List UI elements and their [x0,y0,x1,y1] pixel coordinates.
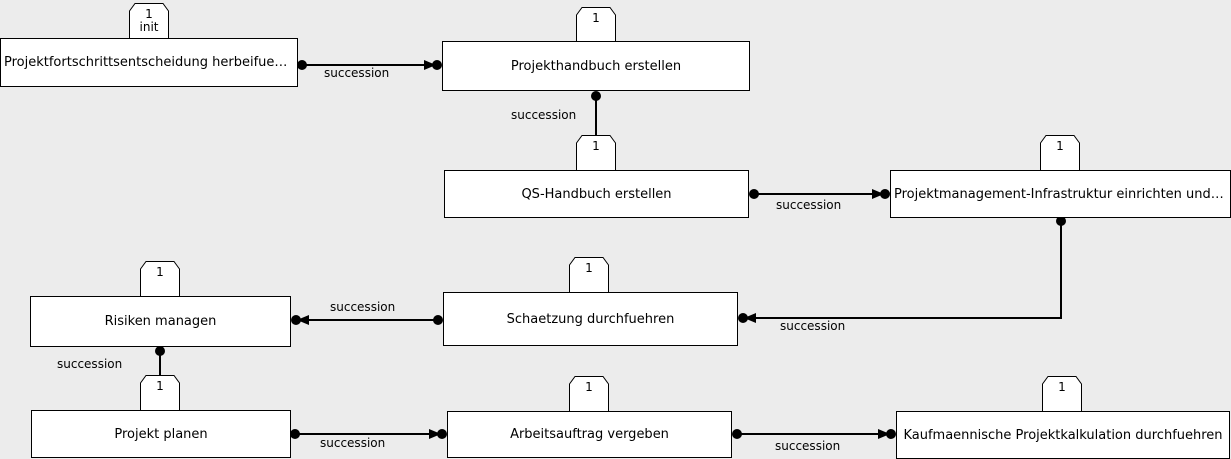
edge-label-a8-a9: succession [775,439,841,453]
cardinality-tab-a9: 1 [1042,376,1082,412]
cardinality-tab-a6: 1 [569,257,609,293]
activity-label: Schaetzung durchfuehren [506,311,675,327]
cardinality-a5: 1 [156,265,164,279]
cardinality-tab-a7: 1 [140,375,180,411]
edge-label-a4-a6: succession [780,319,846,333]
activity-schaetzung-durchfuehren[interactable]: Schaetzung durchfuehren [443,292,738,346]
activity-projekt-planen[interactable]: Projekt planen [31,410,291,458]
edge-a3-a4 [749,189,890,199]
edge-label-a5-a7: succession [57,357,123,371]
activity-label: Projekthandbuch erstellen [510,58,682,74]
edge-label-a7-a8: succession [320,436,386,450]
cardinality-a7: 1 [156,379,164,393]
activity-label: Risiken managen [104,314,217,329]
edge-label-a6-a5: succession [330,300,396,314]
init-marker: init [139,20,159,34]
cardinality-tab-a3: 1 [576,135,616,171]
edge-a7-a8 [290,429,447,439]
activity-qs-handbuch-erstellen[interactable]: QS-Handbuch erstellen [444,170,749,218]
activity-arbeitsauftrag-vergeben[interactable]: Arbeitsauftrag vergeben [447,411,732,458]
activity-label: Arbeitsauftrag vergeben [510,427,669,442]
activity-label: Projektfortschrittsentscheidung herbeifu… [4,55,297,70]
cardinality-a8: 1 [585,380,593,394]
edge-label-a2-a3: succession [511,108,577,122]
edge-label-a3-a4: succession [776,198,842,212]
activity-projektfortschrittsentscheidung[interactable]: Projektfortschrittsentscheidung herbeifu… [0,38,298,87]
cardinality-a6: 1 [585,261,593,275]
activity-projektmanagement-infrastruktur[interactable]: Projektmanagement-Infrastruktur einricht… [890,170,1231,218]
cardinality-tab-a8: 1 [569,376,609,412]
activity-label: Projekt planen [114,426,208,442]
activity-label: Kaufmaennische Projektkalkulation durchf… [903,427,1223,443]
activity-label: QS-Handbuch erstellen [521,186,672,202]
cardinality-tab-a5: 1 [140,261,180,297]
edge-label-a1-a2: succession [324,66,390,80]
edge-a4-a6 [738,216,1066,323]
cardinality-a2: 1 [592,11,600,25]
activity-risiken-managen[interactable]: Risiken managen [30,296,291,347]
edge-a6-a5 [291,315,443,325]
activity-projekthandbuch-erstellen[interactable]: Projekthandbuch erstellen [442,41,750,91]
edge-a1-a2 [297,60,442,70]
activity-label: Projektmanagement-Infrastruktur einricht… [894,186,1230,202]
cardinality-a1: 1 [145,7,153,21]
cardinality-tab-a4: 1 [1040,135,1080,171]
cardinality-a4: 1 [1056,139,1064,153]
activity-kaufmaennische-projektkalkulation[interactable]: Kaufmaennische Projektkalkulation durchf… [896,411,1230,459]
cardinality-tab-a1: 1 init [129,3,169,39]
cardinality-tab-a2: 1 [576,7,616,43]
cardinality-a3: 1 [592,139,600,153]
cardinality-a9: 1 [1058,380,1066,394]
edge-a8-a9 [732,429,896,439]
